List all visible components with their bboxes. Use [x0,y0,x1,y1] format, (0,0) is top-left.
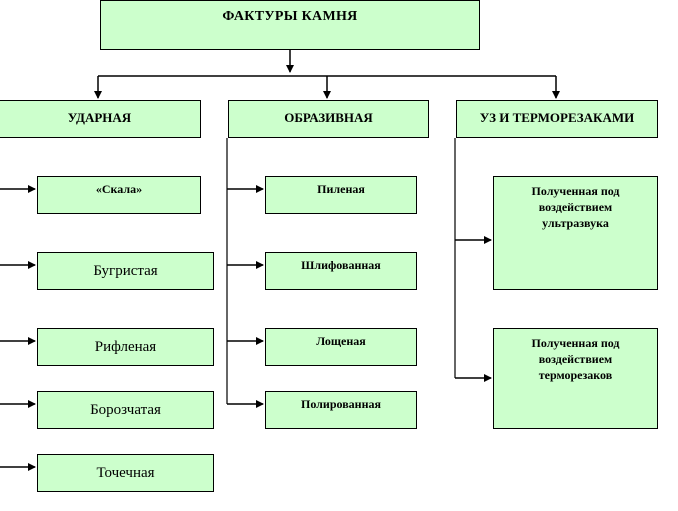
root-box: ФАКТУРЫ КАМНЯ [100,0,480,50]
item-label: Полированная [301,397,381,411]
item-label: Бугристая [93,263,158,279]
item-box: Пиленая [265,176,417,214]
item-box: Полированная [265,391,417,429]
category-label: ОБРАЗИВНАЯ [284,110,373,125]
item-box: Полученная под воздействием ультразвука [493,176,658,290]
item-box: «Скала» [37,176,201,214]
item-box: Рифленая [37,328,214,366]
category-box-obrazivnaya: ОБРАЗИВНАЯ [228,100,429,138]
item-box: Лощеная [265,328,417,366]
item-label: Полученная под воздействием терморезаков [531,336,620,382]
category-label: УЗ И ТЕРМОРЕЗАКАМИ [479,110,635,125]
category-box-udarnaya: УДАРНАЯ [0,100,201,138]
item-label: Рифленая [94,339,157,355]
item-box: Точечная [37,454,214,492]
category-box-uz: УЗ И ТЕРМОРЕЗАКАМИ [456,100,658,138]
item-box: Борозчатая [37,391,214,429]
item-label: Шлифованная [301,258,381,272]
item-box: Полученная под воздействием терморезаков [493,328,658,429]
item-label: Борозчатая [90,402,161,418]
item-label: Лощеная [316,334,366,348]
item-label: Пиленая [317,182,365,196]
item-label: «Скала» [95,182,143,196]
category-label: УДАРНАЯ [67,110,132,125]
item-box: Бугристая [37,252,214,290]
root-title: ФАКТУРЫ КАМНЯ [222,9,358,24]
item-label: Полученная под воздействием ультразвука [531,184,620,230]
item-label: Точечная [96,465,155,481]
item-box: Шлифованная [265,252,417,290]
